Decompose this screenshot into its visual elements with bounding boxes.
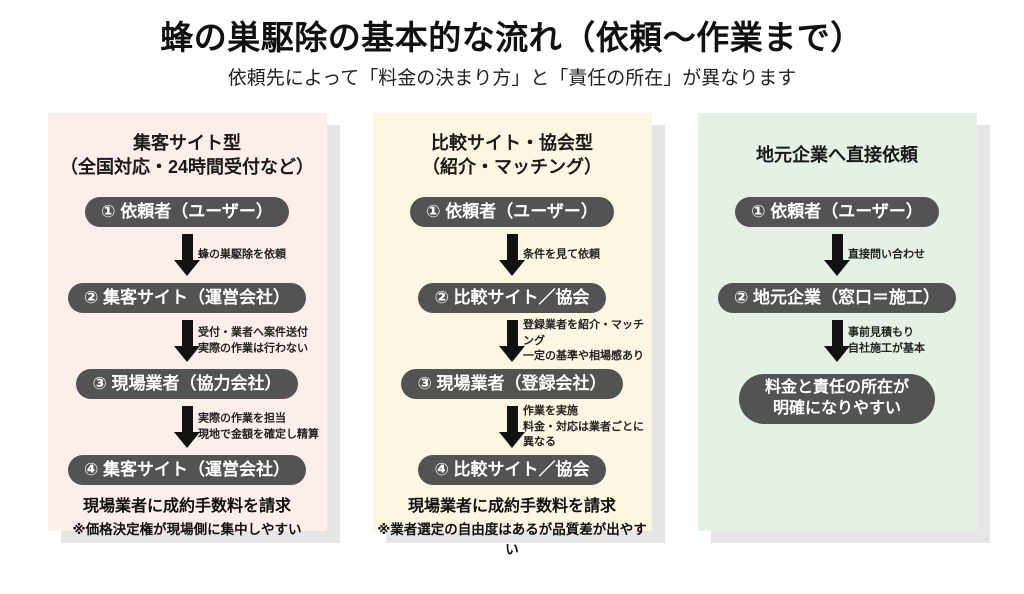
down-arrow-icon: [174, 406, 200, 449]
comparison-panels: 集客サイト型 （全国対応・24時間受付など） ① 依頼者（ユーザー） 蜂の巣駆除…: [0, 113, 1024, 557]
step-row: ④ 比較サイト／協会: [373, 455, 652, 486]
page-title: 蜂の巣駆除の基本的な流れ（依頼〜作業まで）: [160, 19, 864, 56]
flow-arrow-row: 事前見積もり 自社施工が基本: [698, 313, 977, 369]
step-pill-field-contractor: ③ 現場業者（協力会社）: [76, 369, 298, 400]
flow-arrow-row: 作業を実施 料金・対応は業者ごとに異なる: [373, 399, 652, 455]
step-row: ① 依頼者（ユーザー）: [48, 197, 327, 228]
panel-footer-note: ※価格決定権が現場側に集中しやすい: [72, 522, 302, 538]
arrow-note: 実際の作業を担当 現地で金額を確定し精算: [198, 412, 319, 441]
arrow-note: 蜂の巣駆除を依頼: [198, 248, 286, 261]
flow-arrow-row: 直接問い合わせ: [698, 227, 977, 283]
panel-header-line1: 比較サイト・協会型: [431, 132, 593, 153]
arrow-note: 受付・業者へ案件送付 実際の作業は行わない: [198, 326, 308, 355]
panel-footer-main: 現場業者に成約手数料を請求: [82, 498, 291, 516]
page-subtitle: 依頼先によって「料金の決まり方」と「責任の所在」が異なります: [227, 67, 797, 89]
panel-header-line1: 集客サイト型: [133, 132, 241, 153]
step-pill-requester: ① 依頼者（ユーザー）: [410, 197, 614, 228]
down-arrow-icon: [499, 406, 525, 449]
arrow-note: 登録業者を紹介・マッチング 一定の基準や相場感あり: [523, 319, 644, 362]
step-pill-comparison-site-fee: ④ 比較サイト／協会: [418, 455, 606, 486]
arrow-note: 直接問い合わせ: [848, 248, 925, 261]
result-row: 料金と責任の所在が 明確になりやすい: [698, 374, 977, 424]
flow-arrow-row: 条件を見て依頼: [373, 227, 652, 283]
panel-footer-main: 現場業者に成約手数料を請求: [407, 498, 616, 516]
panel-comparison-site-type: 比較サイト・協会型 （紹介・マッチング） ① 依頼者（ユーザー） 条件を見て依頼…: [372, 113, 652, 557]
down-arrow-icon: [499, 320, 525, 363]
down-arrow-icon: [499, 234, 525, 277]
panel-header-line2: （紹介・マッチング）: [422, 157, 602, 178]
step-pill-local-company: ② 地元企業（窓口＝施工）: [717, 283, 957, 314]
step-pill-listing-site-fee: ④ 集客サイト（運営会社）: [67, 455, 307, 486]
flow-arrow-row: 登録業者を紹介・マッチング 一定の基準や相場感あり: [373, 313, 652, 369]
panel-footer-note: ※業者選定の自由度はあるが品質差が出やすい: [377, 522, 647, 558]
step-row: ② 地元企業（窓口＝施工）: [698, 283, 977, 314]
step-pill-requester: ① 依頼者（ユーザー）: [85, 197, 289, 228]
panel-local-company-direct: 地元企業へ直接依頼 ① 依頼者（ユーザー） 直接問い合わせ ② 地元企業（窓口＝…: [697, 113, 977, 532]
step-pill-listing-site: ② 集客サイト（運営会社）: [67, 283, 307, 314]
arrow-note: 条件を見て依頼: [523, 248, 600, 261]
panel-listing-site-type: 集客サイト型 （全国対応・24時間受付など） ① 依頼者（ユーザー） 蜂の巣駆除…: [47, 113, 327, 537]
panel-header: 比較サイト・協会型 （紹介・マッチング）: [373, 113, 652, 197]
step-row: ① 依頼者（ユーザー）: [698, 197, 977, 228]
step-row: ③ 現場業者（登録会社）: [373, 369, 652, 400]
step-row: ④ 集客サイト（運営会社）: [48, 455, 327, 486]
flow-arrow-row: 蜂の巣駆除を依頼: [48, 227, 327, 283]
arrow-note: 作業を実施 料金・対応は業者ごとに異なる: [523, 405, 644, 448]
panel-header-line2: （全国対応・24時間受付など）: [59, 157, 315, 178]
panel-header: 地元企業へ直接依頼: [698, 113, 977, 197]
step-row: ② 比較サイト／協会: [373, 283, 652, 314]
down-arrow-icon: [174, 234, 200, 277]
step-pill-comparison-site: ② 比較サイト／協会: [418, 283, 606, 314]
flow-arrow-row: 受付・業者へ案件送付 実際の作業は行わない: [48, 313, 327, 369]
down-arrow-icon: [824, 320, 850, 363]
panel-header: 集客サイト型 （全国対応・24時間受付など）: [48, 113, 327, 197]
panel-header-line1: 地元企業へ直接依頼: [756, 145, 918, 166]
step-row: ③ 現場業者（協力会社）: [48, 369, 327, 400]
step-pill-requester: ① 依頼者（ユーザー）: [735, 197, 939, 228]
down-arrow-icon: [824, 234, 850, 277]
step-row: ① 依頼者（ユーザー）: [373, 197, 652, 228]
down-arrow-icon: [174, 320, 200, 363]
step-row: ② 集客サイト（運営会社）: [48, 283, 327, 314]
arrow-note: 事前見積もり 自社施工が基本: [848, 326, 925, 355]
step-pill-registered-contractor: ③ 現場業者（登録会社）: [401, 369, 623, 400]
flow-arrow-row: 実際の作業を担当 現地で金額を確定し精算: [48, 399, 327, 455]
result-box-clear-responsibility: 料金と責任の所在が 明確になりやすい: [738, 374, 935, 424]
